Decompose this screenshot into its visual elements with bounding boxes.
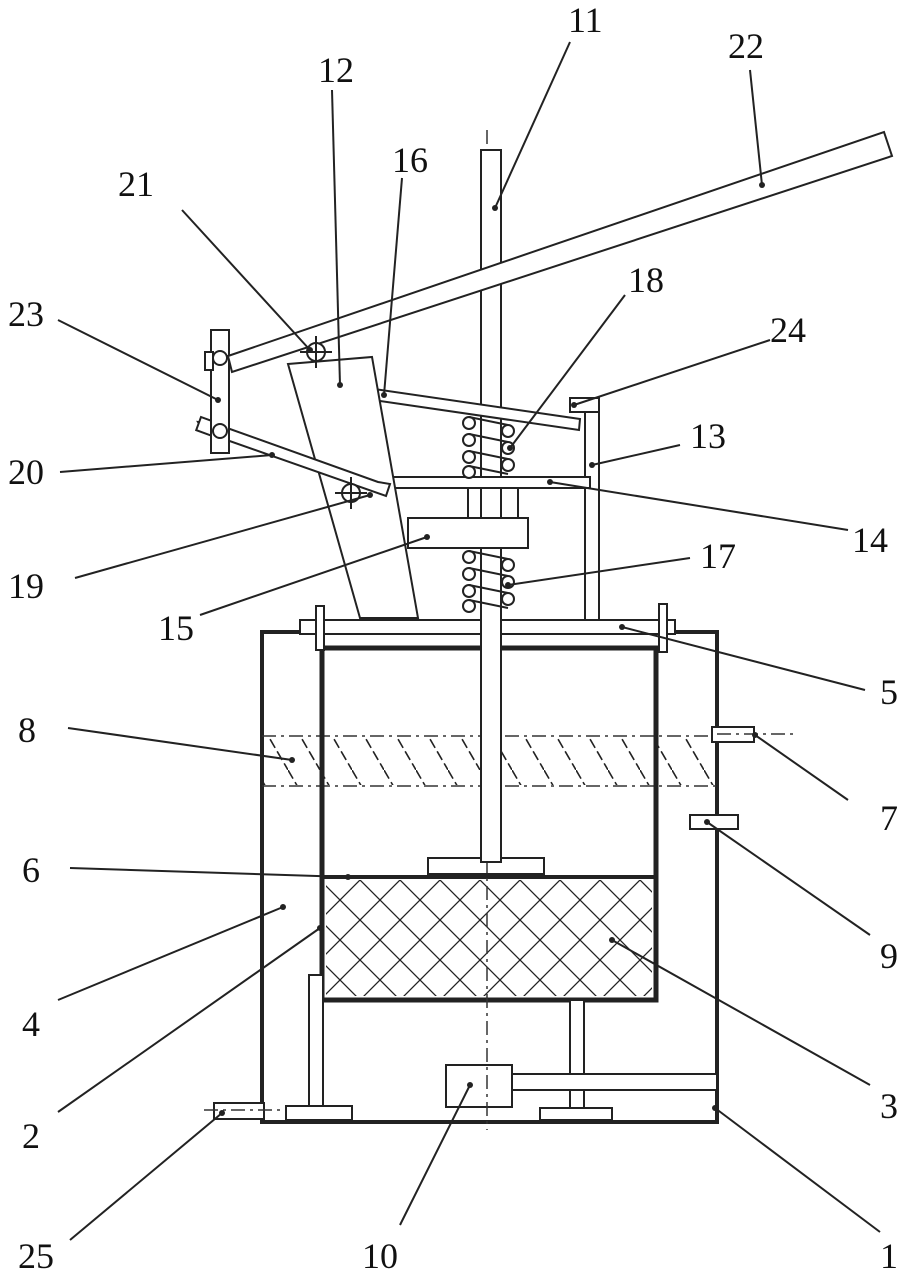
- pivot-lower: [335, 477, 367, 509]
- label-5: 5: [880, 672, 898, 712]
- label-9: 9: [880, 936, 898, 976]
- upper-spring: [462, 416, 515, 479]
- label-11: 11: [568, 0, 603, 40]
- label-25: 25: [18, 1236, 54, 1276]
- label-8: 8: [18, 710, 36, 750]
- label-4: 4: [22, 1004, 40, 1044]
- handle-lever: [226, 130, 894, 374]
- label-14: 14: [852, 520, 888, 560]
- vertical-plate: [204, 329, 230, 454]
- label-18: 18: [628, 260, 664, 300]
- label-17: 17: [700, 536, 736, 576]
- label-19: 19: [8, 566, 44, 606]
- label-12: 12: [318, 50, 354, 90]
- label-15: 15: [158, 608, 194, 648]
- label-3: 3: [880, 1086, 898, 1126]
- label-1: 1: [880, 1236, 898, 1276]
- label-23: 23: [8, 294, 44, 334]
- label-7: 7: [880, 798, 898, 838]
- label-2: 2: [22, 1116, 40, 1156]
- outlet-pipe-9: [689, 814, 739, 830]
- drive-unit: [445, 1064, 718, 1108]
- filter-material: [326, 880, 652, 996]
- label-21: 21: [118, 164, 154, 204]
- guide-block: [407, 488, 529, 549]
- label-16: 16: [392, 140, 428, 180]
- vertical-rod: [480, 149, 502, 863]
- label-10: 10: [362, 1236, 398, 1276]
- label-22: 22: [728, 26, 764, 66]
- part-labels: 1 2 3 4 5 6 7 8 9 10 11 12 13 14 15 16 1…: [8, 0, 898, 1276]
- support-post: [569, 397, 600, 621]
- label-20: 20: [8, 452, 44, 492]
- label-24: 24: [770, 310, 806, 350]
- leader-lines: [57, 41, 881, 1241]
- label-6: 6: [22, 850, 40, 890]
- drain-pipe-25: [204, 1102, 282, 1120]
- lower-spring: [462, 550, 515, 613]
- label-13: 13: [690, 416, 726, 456]
